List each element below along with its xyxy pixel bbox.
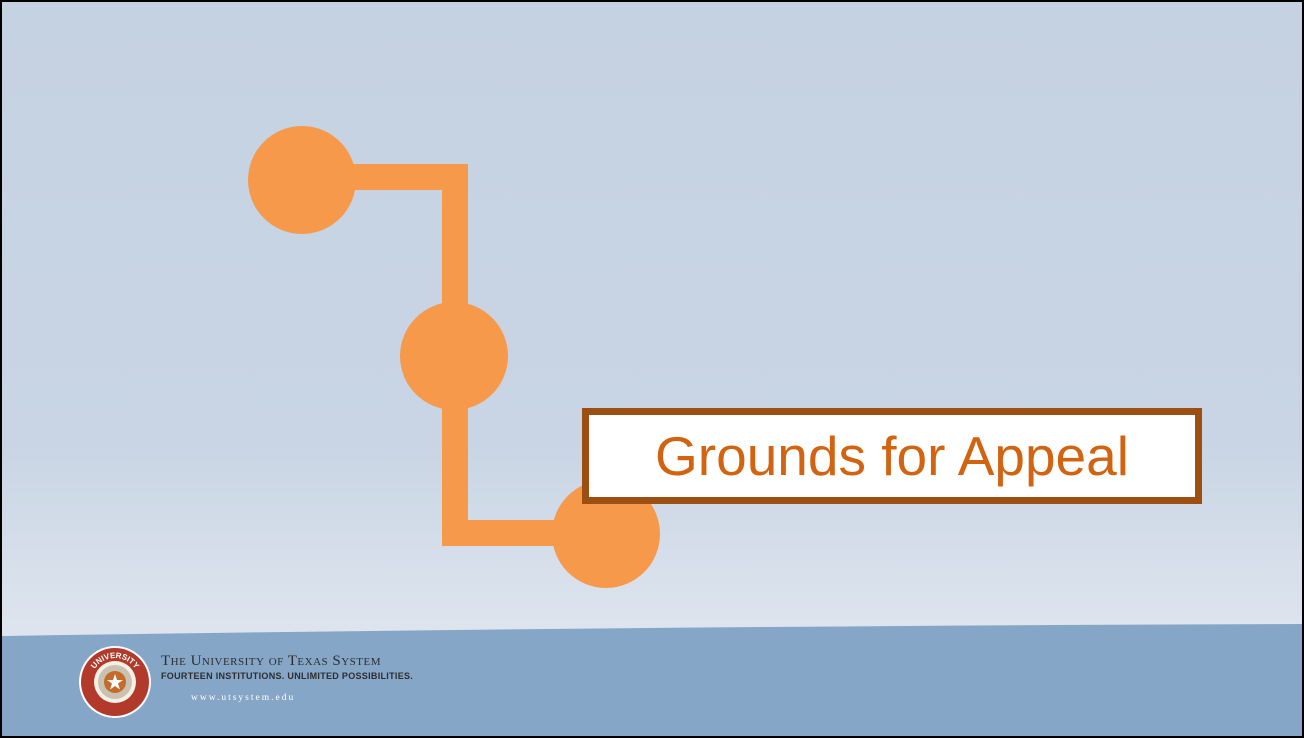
university-tagline: FOURTEEN INSTITUTIONS. UNLIMITED POSSIBI… — [161, 671, 414, 681]
path-node-2 — [400, 302, 508, 410]
footer-band — [2, 624, 1302, 736]
slide-title: Grounds for Appeal — [655, 424, 1129, 487]
brand-block: The University of Texas System FOURTEEN … — [161, 652, 413, 704]
path-node-3 — [552, 480, 660, 588]
university-name: The University of Texas System — [161, 653, 382, 669]
university-seal-icon: UNIVERSITY — [79, 646, 151, 718]
path-node-1 — [248, 126, 356, 234]
university-url: www.utsystem.edu — [191, 693, 296, 703]
title-box: Grounds for Appeal — [582, 408, 1202, 504]
